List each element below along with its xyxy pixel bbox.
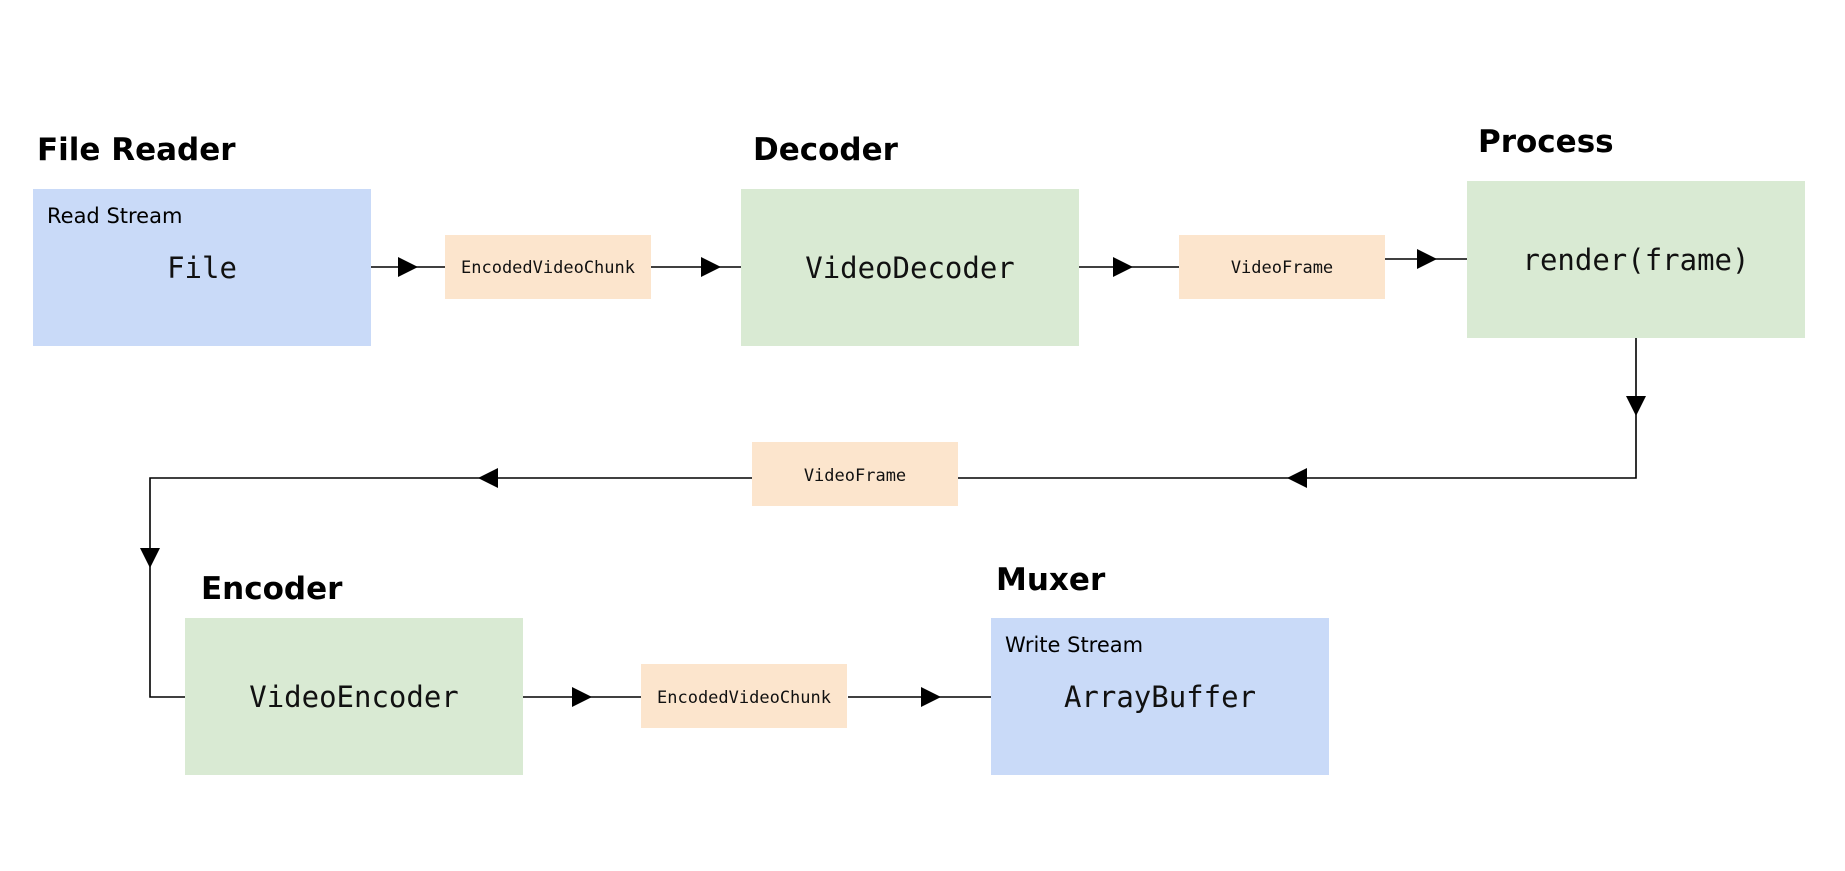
stage-file-reader: File Reader Read Stream File [33, 132, 371, 346]
data-label: EncodedVideoChunk [461, 258, 635, 278]
arrowhead-right [1417, 249, 1437, 269]
connector-process-to-frame [957, 338, 1637, 479]
data-chunk-encoder-to-muxer: EncodedVideoChunk [641, 664, 847, 728]
write-stream-label: Write Stream [1005, 633, 1143, 657]
stage-muxer: Muxer Write Stream ArrayBuffer [991, 562, 1329, 775]
stage-process: Process render(frame) [1467, 124, 1805, 338]
stage-title-process: Process [1478, 124, 1614, 160]
stage-title-decoder: Decoder [753, 132, 899, 168]
decoder-content: VideoDecoder [805, 251, 1015, 285]
data-frame-process-to-encoder: VideoFrame [752, 442, 958, 506]
data-label: EncodedVideoChunk [657, 688, 831, 708]
process-box [1467, 181, 1805, 338]
arrowhead-left [1287, 468, 1307, 488]
file-reader-box [33, 189, 371, 346]
stage-decoder: Decoder VideoDecoder [741, 132, 1079, 346]
data-chunk-reader-to-decoder: EncodedVideoChunk [445, 235, 651, 299]
data-box [752, 442, 958, 506]
stage-encoder: Encoder VideoEncoder [185, 571, 523, 775]
arrowhead-down [1626, 396, 1646, 416]
connector-frame-to-encoder [149, 477, 752, 698]
arrowheads [140, 249, 1646, 707]
arrowhead-right [921, 687, 941, 707]
connectors [149, 258, 1637, 698]
file-reader-content: File [167, 251, 237, 285]
data-box [445, 235, 651, 299]
data-label: VideoFrame [1231, 258, 1333, 278]
stage-title-file-reader: File Reader [37, 132, 236, 168]
data-box [1179, 235, 1385, 299]
muxer-content: ArrayBuffer [1064, 680, 1256, 714]
muxer-box [991, 618, 1329, 775]
stage-title-muxer: Muxer [996, 562, 1106, 598]
data-frame-decoder-to-process: VideoFrame [1179, 235, 1385, 299]
encoder-box [185, 618, 523, 775]
arrowhead-right [1113, 257, 1133, 277]
decoder-box [741, 189, 1079, 346]
encoder-content: VideoEncoder [249, 680, 459, 714]
data-box [641, 664, 847, 728]
arrowhead-down [140, 548, 160, 568]
arrowhead-right [701, 257, 721, 277]
read-stream-label: Read Stream [47, 204, 182, 228]
data-label: VideoFrame [804, 466, 906, 486]
stage-title-encoder: Encoder [201, 571, 343, 607]
arrowhead-right [572, 687, 592, 707]
arrowhead-left [478, 468, 498, 488]
process-content: render(frame) [1523, 243, 1750, 277]
arrowhead-right [398, 257, 418, 277]
